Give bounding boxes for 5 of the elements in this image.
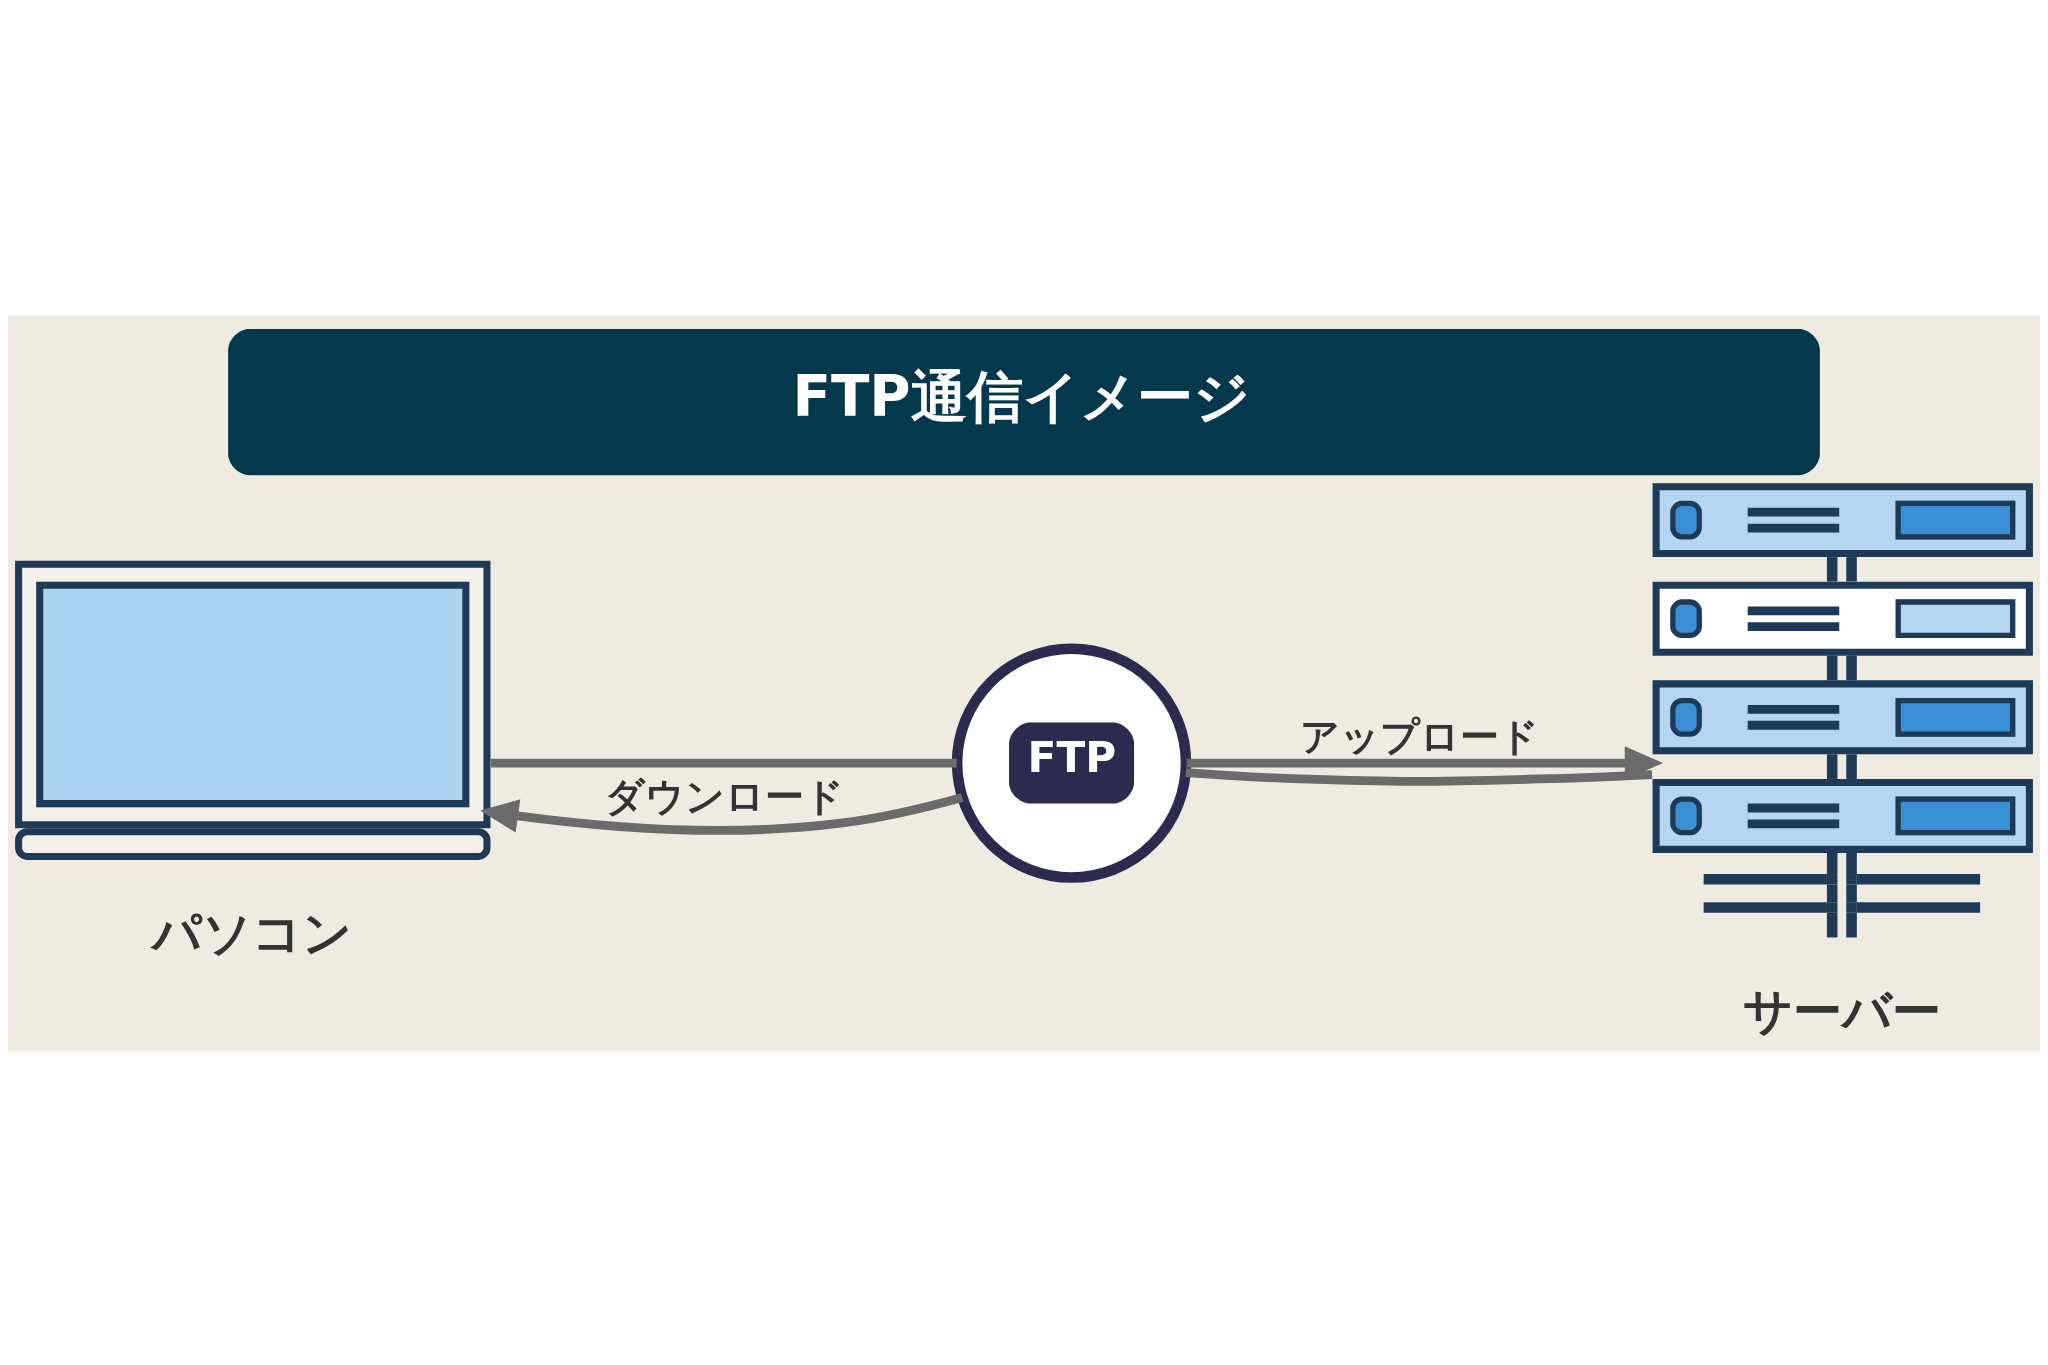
diagram-title: FTP通信イメージ [792, 363, 1250, 429]
edge-label: ダウンロード [604, 773, 844, 819]
node-label: サーバー [1743, 981, 1942, 1040]
edge-label: アップロード [1300, 713, 1540, 759]
node-label: パソコン [151, 903, 352, 962]
